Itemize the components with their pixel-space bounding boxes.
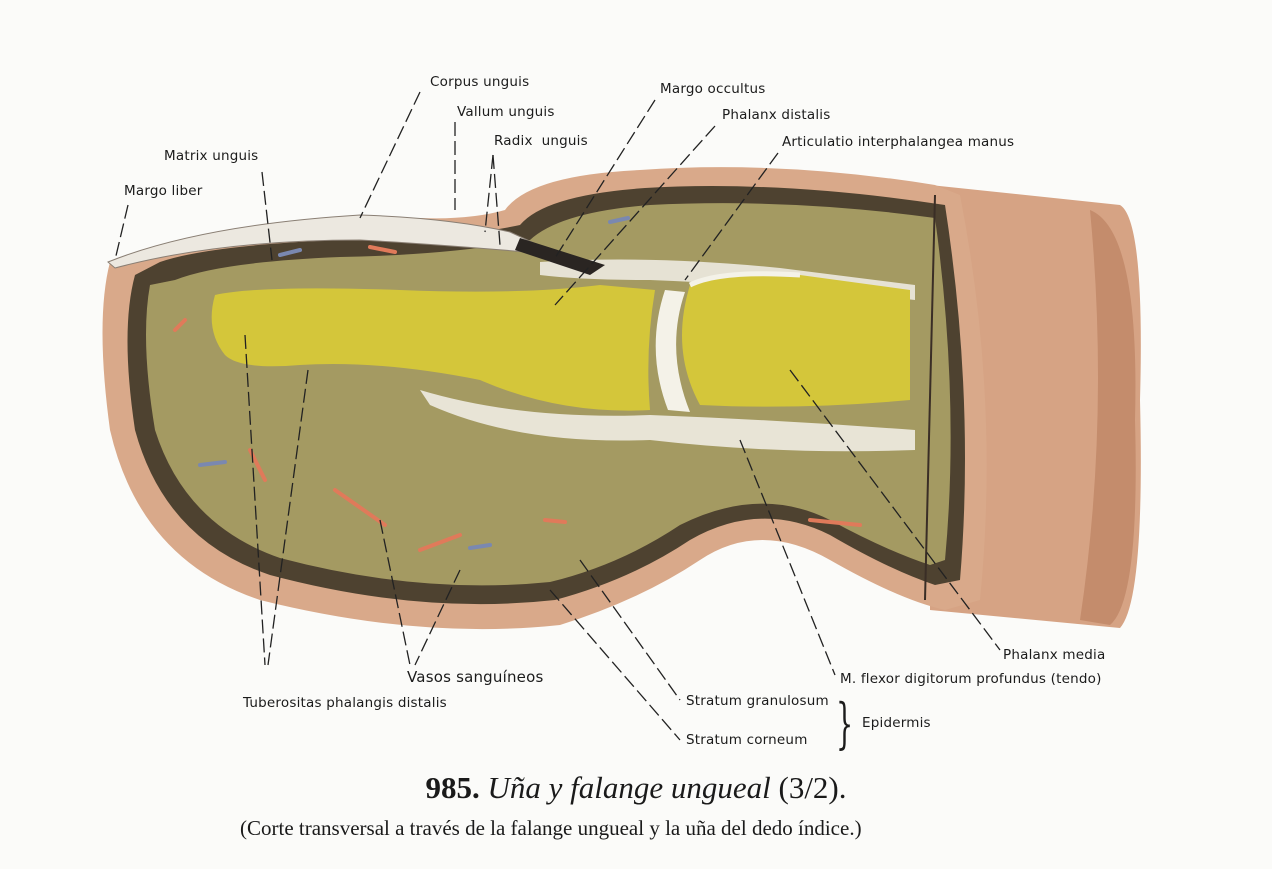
- label-tuberositas: Tuberositas phalangis distalis: [243, 695, 447, 711]
- figure-subtitle: (Corte transversal a través de la falang…: [240, 816, 862, 840]
- figure-number: 985.: [425, 770, 480, 805]
- epidermis-brace: }: [836, 692, 854, 755]
- label-radix-unguis: Radix unguis: [494, 133, 588, 149]
- label-articulatio: Articulatio interphalangea manus: [782, 134, 1015, 150]
- figure-caption: 985. Uña y falange ungueal (3/2).: [0, 770, 1272, 806]
- label-margo-occultus: Margo occultus: [660, 81, 766, 97]
- middle-phalanx-bone: [682, 273, 910, 407]
- label-margo-liber: Margo liber: [124, 183, 203, 199]
- skin-shading: [1080, 210, 1136, 625]
- joint-space: [655, 290, 690, 412]
- label-phalanx-media: Phalanx media: [1003, 647, 1106, 663]
- label-corpus-unguis: Corpus unguis: [430, 74, 530, 90]
- figure-scale: (3/2).: [778, 770, 847, 805]
- figure-title: Uña y falange ungueal: [487, 770, 771, 805]
- label-epidermis: Epidermis: [862, 715, 931, 731]
- leader-lines: [114, 91, 1001, 741]
- distal-phalanx-bone: [211, 285, 655, 411]
- label-vallum-unguis: Vallum unguis: [457, 104, 555, 120]
- label-vasos: Vasos sanguíneos: [407, 668, 544, 686]
- label-stratum-granulosum: Stratum granulosum: [686, 693, 829, 709]
- label-flexor: M. flexor digitorum profundus (tendo): [840, 671, 1102, 687]
- nail-root: [515, 238, 605, 275]
- label-phalanx-distalis: Phalanx distalis: [722, 107, 831, 123]
- flexor-tendon: [420, 390, 915, 452]
- label-stratum-corneum: Stratum corneum: [686, 732, 808, 748]
- label-matrix-unguis: Matrix unguis: [164, 148, 259, 164]
